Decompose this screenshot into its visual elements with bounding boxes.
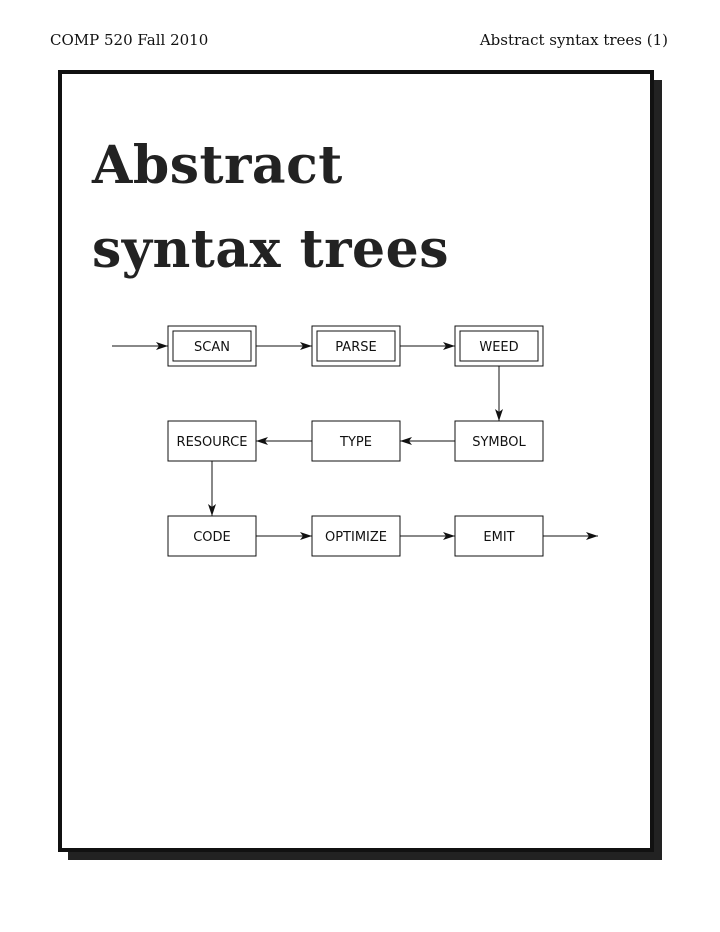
phase-label-parse: PARSE bbox=[335, 340, 376, 355]
phase-box-emit bbox=[454, 515, 544, 557]
phase-inner-box-scan bbox=[172, 330, 252, 362]
phase-node-code: CODE bbox=[167, 515, 257, 557]
phase-box-weed bbox=[454, 325, 544, 367]
phase-box-symbol bbox=[454, 420, 544, 462]
slide-title-line1: Abstract bbox=[92, 135, 343, 196]
header-slide-title: Abstract syntax trees (1) bbox=[479, 31, 668, 49]
phase-node-weed: WEED bbox=[454, 325, 544, 367]
phase-node-parse: PARSE bbox=[311, 325, 401, 367]
phase-box-code bbox=[167, 515, 257, 557]
phase-box-type bbox=[311, 420, 401, 462]
phase-box-scan bbox=[167, 325, 257, 367]
phase-box-optimize bbox=[311, 515, 401, 557]
phase-box-parse bbox=[311, 325, 401, 367]
phase-label-resource: RESOURCE bbox=[177, 435, 248, 450]
phase-node-resource: RESOURCE bbox=[167, 420, 257, 462]
slide-title-line2: syntax trees bbox=[92, 219, 449, 280]
phase-label-scan: SCAN bbox=[194, 340, 230, 355]
phase-label-symbol: SYMBOL bbox=[472, 435, 526, 450]
header-course: COMP 520 Fall 2010 bbox=[50, 31, 209, 49]
phase-inner-box-parse bbox=[316, 330, 396, 362]
phase-node-optimize: OPTIMIZE bbox=[311, 515, 401, 557]
phase-label-type: TYPE bbox=[339, 435, 372, 450]
phase-label-weed: WEED bbox=[479, 340, 518, 355]
phase-label-code: CODE bbox=[193, 530, 231, 545]
phase-node-scan: SCAN bbox=[167, 325, 257, 367]
phase-label-emit: EMIT bbox=[483, 530, 514, 545]
slide-title: Abstract syntax trees bbox=[92, 124, 449, 292]
phase-node-type: TYPE bbox=[311, 420, 401, 462]
phase-inner-box-weed bbox=[459, 330, 539, 362]
phase-node-symbol: SYMBOL bbox=[454, 420, 544, 462]
phase-box-resource bbox=[167, 420, 257, 462]
phase-label-optimize: OPTIMIZE bbox=[325, 530, 387, 545]
phase-node-emit: EMIT bbox=[454, 515, 544, 557]
